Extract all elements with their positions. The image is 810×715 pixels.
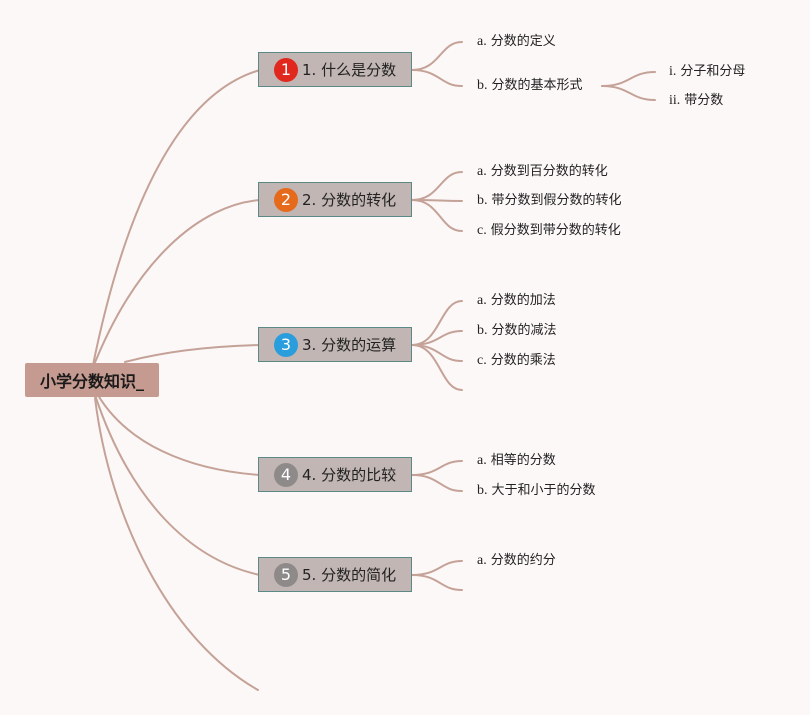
leaf-prefix: a. [477, 34, 487, 49]
leaf-prefix: a. [477, 453, 487, 468]
leaf-prefix: c. [477, 353, 487, 368]
branch-label: 2. 分数的转化 [302, 191, 397, 209]
leaf-text: 带分数到假分数的转化 [491, 193, 622, 208]
number-5-badge-icon: 5 [274, 562, 298, 587]
branch-label: 1. 什么是分数 [302, 61, 397, 79]
leaf-text: 分数的减法 [491, 323, 557, 338]
branch4-connector-b [411, 474, 463, 492]
leaf-node[interactable]: a.相等的分数 [477, 452, 556, 470]
leaf-text: 分数的定义 [490, 34, 556, 49]
leaf-text: 分子和分母 [680, 64, 746, 79]
leaf-text: 分数的加法 [490, 293, 556, 308]
branch1b-connector-ii [601, 85, 656, 101]
root-connector-3 [124, 344, 261, 363]
leaf-text: 假分数到带分数的转化 [490, 223, 621, 238]
leaf-text: 分数的乘法 [490, 353, 556, 368]
leaf-prefix: a. [477, 164, 487, 179]
branch1-connector-a [411, 41, 463, 71]
branch1b-connector-i [601, 71, 656, 87]
branch2-connector-a [411, 171, 463, 201]
leaf-prefix: a. [477, 293, 487, 308]
leaf-prefix: b. [477, 78, 488, 93]
root-connector-5 [94, 394, 261, 576]
leaf-prefix: c. [477, 223, 487, 238]
root-connector-4 [94, 389, 261, 476]
root-connector-6 [94, 397, 259, 691]
leaf-node[interactable]: a.分数的定义 [477, 33, 556, 51]
subleaf-node[interactable]: ii.带分数 [669, 92, 723, 110]
leaf-prefix: b. [477, 323, 488, 338]
leaf-node[interactable]: a.分数的约分 [477, 552, 556, 570]
number-3-badge-icon: 3 [274, 332, 298, 357]
branch-label: 5. 分数的简化 [302, 566, 397, 584]
branch-node-3[interactable]: 3 3. 分数的运算 [258, 327, 412, 362]
branch5-connector-b [411, 574, 463, 591]
number-2-badge-icon: 2 [274, 187, 298, 212]
branch4-connector-a [411, 460, 463, 476]
branch2-connector-c [411, 199, 463, 232]
leaf-node[interactable]: b.分数的减法 [477, 322, 557, 340]
leaf-node[interactable]: c.假分数到带分数的转化 [477, 222, 621, 240]
leaf-node[interactable]: b.分数的基本形式 [477, 77, 583, 95]
root-node[interactable]: 小学分数知识_ [25, 363, 159, 397]
branch1-connector-b [411, 69, 463, 87]
leaf-text: 相等的分数 [490, 453, 556, 468]
number-4-badge-icon: 4 [274, 462, 298, 487]
root-label: 小学分数知识_ [39, 372, 144, 391]
root-connector-1 [91, 69, 261, 371]
branch-label: 3. 分数的运算 [302, 336, 397, 354]
leaf-prefix: b. [477, 193, 488, 208]
root-connector-2 [91, 199, 261, 371]
branch5-connector-a [411, 560, 463, 576]
leaf-prefix: a. [477, 553, 487, 568]
leaf-text: 带分数 [684, 93, 724, 108]
leaf-text: 分数的约分 [490, 553, 556, 568]
branch-label: 4. 分数的比较 [302, 466, 397, 484]
branch3-connector-d [411, 344, 463, 391]
branch-node-2[interactable]: 2 2. 分数的转化 [258, 182, 412, 217]
branch-node-5[interactable]: 5 5. 分数的简化 [258, 557, 412, 592]
number-1-badge-icon: 1 [274, 57, 298, 82]
leaf-text: 大于和小于的分数 [491, 483, 596, 498]
leaf-prefix: ii. [669, 93, 681, 108]
leaf-prefix: b. [477, 483, 488, 498]
leaf-node[interactable]: c.分数的乘法 [477, 352, 556, 370]
subleaf-node[interactable]: i.分子和分母 [669, 63, 745, 81]
leaf-node[interactable]: a.分数的加法 [477, 292, 556, 310]
leaf-prefix: i. [669, 64, 677, 79]
branch-node-4[interactable]: 4 4. 分数的比较 [258, 457, 412, 492]
leaf-node[interactable]: a.分数到百分数的转化 [477, 163, 608, 181]
leaf-text: 分数到百分数的转化 [490, 164, 608, 179]
leaf-node[interactable]: b.大于和小于的分数 [477, 482, 596, 500]
leaf-node[interactable]: b.带分数到假分数的转化 [477, 192, 622, 210]
branch-node-1[interactable]: 1 1. 什么是分数 [258, 52, 412, 87]
leaf-text: 分数的基本形式 [491, 78, 583, 93]
branch3-connector-c [411, 344, 463, 362]
